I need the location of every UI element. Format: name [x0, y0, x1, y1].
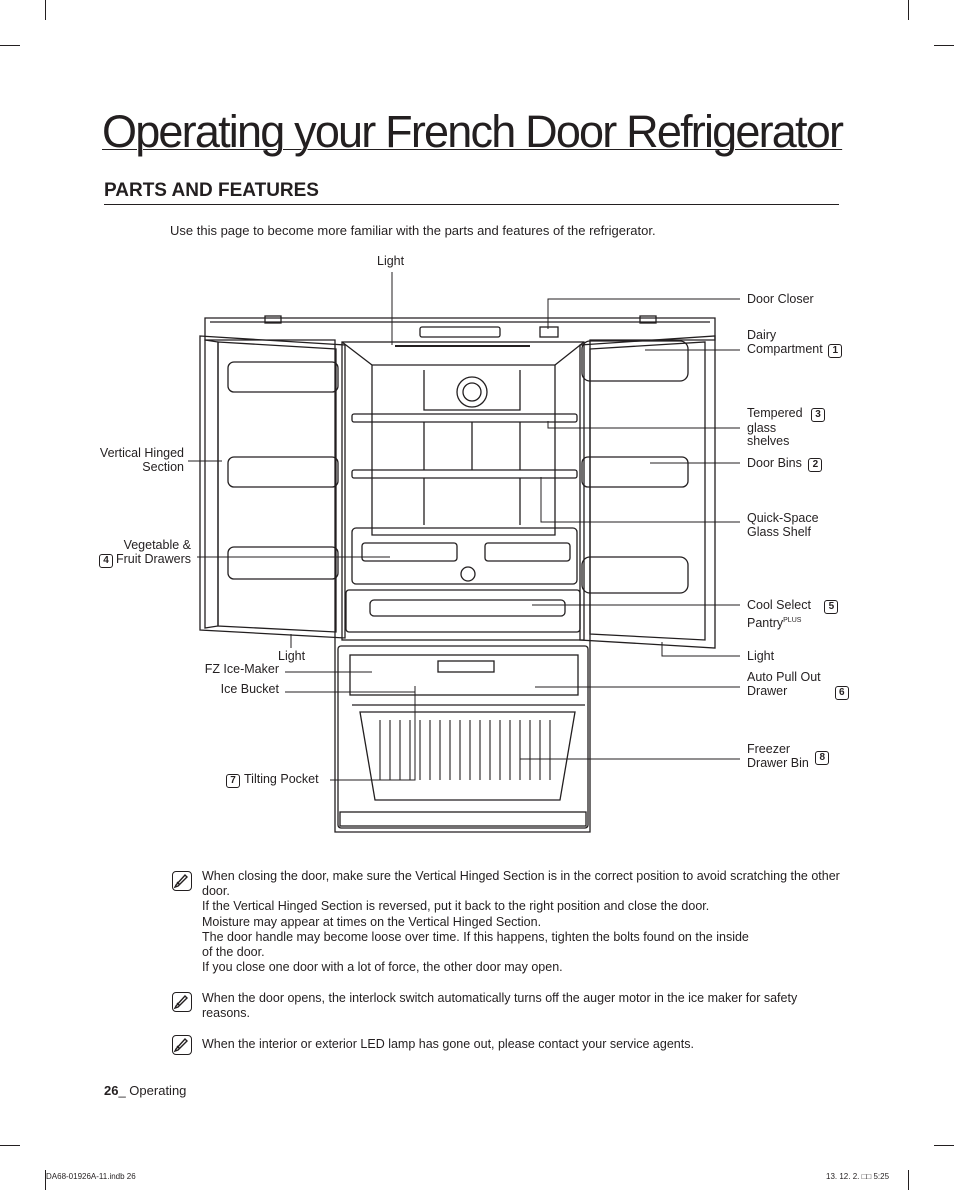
date-info: 13. 12. 2. □□ 5:25: [826, 1172, 890, 1181]
crop-mark: [908, 1170, 909, 1190]
page-number: 26: [104, 1083, 119, 1098]
note-icon: [172, 871, 192, 891]
label-tempered-shelves: Tempered 3 glass shelves: [747, 407, 826, 447]
note-icon: [172, 1035, 192, 1055]
crop-mark: [908, 0, 909, 20]
note-icon-glyph: [173, 994, 188, 1010]
label-dairy-compartment: Dairy Compartment 1: [747, 328, 843, 358]
crop-mark: [0, 1145, 20, 1146]
note-text: When the door opens, the interlock switc…: [202, 991, 798, 1021]
section-title: PARTS AND FEATURES: [104, 180, 319, 201]
label-cool-select-pantry: Cool Select 5 PantryPLUS: [747, 598, 839, 630]
crop-mark: [934, 45, 954, 46]
note-icon-glyph: [173, 873, 188, 889]
crop-mark: [45, 0, 46, 20]
label-light-top: Light: [377, 254, 405, 268]
note-icon: [172, 992, 192, 1012]
page-section: _ Operating: [118, 1083, 187, 1098]
intro-text: Use this page to become more familiar wi…: [170, 223, 656, 238]
callout-number: 7: [226, 774, 240, 788]
label-light-right: Light: [747, 649, 775, 663]
label-freezer-drawer-bin: Freezer Drawer Bin 8: [747, 742, 830, 772]
callout-number: 6: [834, 686, 849, 700]
crop-mark: [934, 1145, 954, 1146]
callout-number: 3: [811, 408, 826, 422]
note-text: When the interior or exterior LED lamp h…: [202, 1037, 694, 1051]
note-text: When closing the door, make sure the Ver…: [202, 869, 840, 975]
label-auto-pull-out-drawer: Auto Pull Out Drawer 6: [747, 670, 849, 700]
page-title: Operating your French Door Refrigerator: [102, 106, 844, 157]
file-info: DA68-01926A-11.indb 26: [46, 1172, 136, 1181]
callout-number: 1: [828, 344, 843, 358]
label-light-left: Light: [278, 649, 306, 663]
label-door-closer: Door Closer: [747, 292, 814, 306]
crop-mark: [0, 45, 20, 46]
callout-number: 8: [815, 751, 830, 765]
label-fz-ice-maker: FZ Ice-Maker: [204, 662, 279, 676]
callout-number: 5: [824, 600, 839, 614]
page-footer: 26_ Operating: [104, 1083, 186, 1098]
section-rule: [104, 204, 839, 205]
label-vertical-hinged-section: Vertical Hinged Section: [99, 446, 184, 474]
crop-mark: [45, 1170, 46, 1190]
label-quick-space-shelf: Quick-Space Glass Shelf: [747, 511, 819, 539]
callout-number: 2: [808, 458, 823, 472]
label-door-bins: Door Bins 2: [747, 456, 823, 472]
label-ice-bucket: Ice Bucket: [220, 682, 279, 696]
note-icon-glyph: [173, 1037, 188, 1053]
callout-number: 4: [98, 554, 113, 568]
